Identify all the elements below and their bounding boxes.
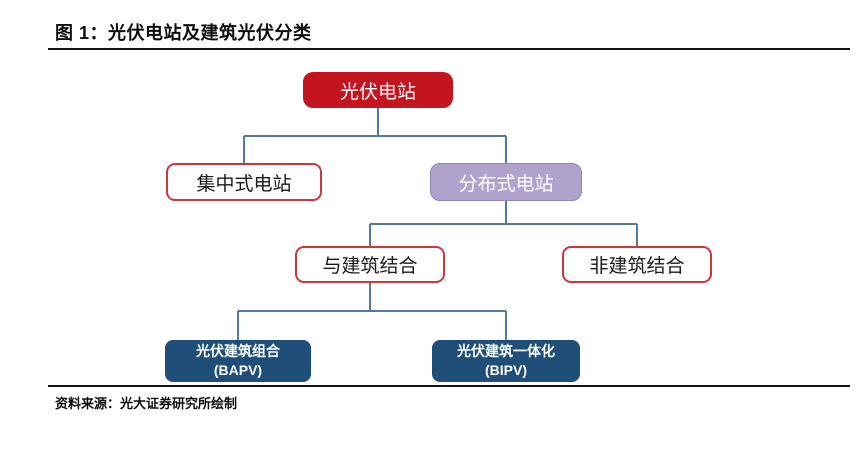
node-bipv-label: 光伏建筑一体化 (457, 343, 555, 360)
figure-title: 图 1：光伏电站及建筑光伏分类 (55, 23, 312, 43)
node-combined-with-building: 与建筑结合 (295, 246, 445, 283)
node-bapv-text: 光伏建筑组合 (BAPV) (196, 342, 280, 380)
node-bipv: 光伏建筑一体化 (BIPV) (432, 340, 580, 382)
source-note: 资料来源：光大证券研究所绘制 (55, 396, 238, 411)
title-underline (48, 48, 850, 50)
node-bipv-text: 光伏建筑一体化 (BIPV) (457, 342, 555, 380)
node-distributed-station: 分布式电站 (430, 163, 582, 201)
node-pv-power-station: 光伏电站 (303, 72, 453, 108)
node-bapv-label: 光伏建筑组合 (196, 343, 280, 360)
node-bapv: 光伏建筑组合 (BAPV) (165, 340, 311, 382)
node-bapv-sub: (BAPV) (213, 362, 263, 378)
bottom-rule (48, 385, 850, 387)
node-bipv-sub: (BIPV) (485, 362, 527, 378)
node-centralized-station: 集中式电站 (166, 163, 322, 201)
node-non-building: 非建筑结合 (562, 246, 712, 283)
